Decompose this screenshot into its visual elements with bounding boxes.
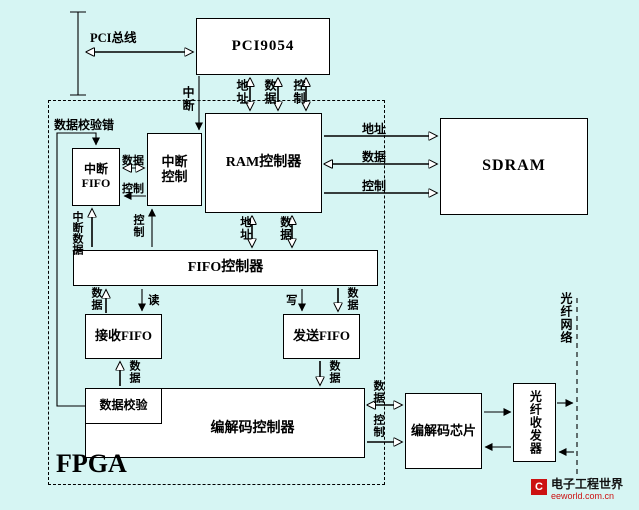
pci9054-label: PCI9054 bbox=[231, 37, 295, 54]
pci-bus-rail bbox=[70, 11, 86, 96]
chip-control-label: 控制 bbox=[372, 414, 384, 438]
recv-data-label: 数据 bbox=[90, 287, 102, 311]
block-data-verify: 数据校验 bbox=[85, 388, 162, 424]
ifo-ictl-control-label: 控制 bbox=[122, 183, 144, 195]
codec-controller-label: 编解码控制器 bbox=[210, 420, 295, 436]
watermark-url: eeworld.com.cn bbox=[551, 491, 615, 502]
read-label: 读 bbox=[148, 295, 160, 307]
watermark-logo: C bbox=[531, 479, 547, 495]
pci-bus-label: PCI总线 bbox=[90, 31, 137, 45]
verify-data-label: 数据 bbox=[128, 360, 140, 384]
interrupt-fifo-label-line2: FIFO bbox=[81, 176, 111, 190]
interrupt-fifo-label-line1: 中断 bbox=[83, 162, 108, 177]
send-fifo-label: 发送FIFO bbox=[292, 328, 351, 344]
block-pci9054: PCI9054 bbox=[196, 18, 330, 75]
sdram-address-label: 地址 bbox=[362, 122, 387, 136]
block-receive-fifo: 接收FIFO bbox=[85, 314, 162, 359]
receive-fifo-label: 接收FIFO bbox=[94, 328, 153, 344]
data-check-error-label: 数据校验错 bbox=[54, 118, 115, 132]
fpga-boundary bbox=[48, 100, 385, 485]
pci-ram-data-label: 数据 bbox=[263, 79, 277, 105]
block-codec-chip: 编解码芯片 bbox=[405, 393, 482, 469]
codec-chip-label: 编解码芯片 bbox=[410, 422, 476, 438]
ifo-ictl-data-label: 数据 bbox=[122, 155, 144, 167]
ram-fifo-data-label: 数据 bbox=[279, 216, 291, 241]
sdram-label: SDRAM bbox=[482, 157, 546, 175]
sdram-control-label: 控制 bbox=[362, 179, 387, 193]
data-check-error-line bbox=[56, 132, 100, 407]
interrupt-control-label: 控制 bbox=[132, 214, 144, 238]
fpga-label: FPGA bbox=[56, 449, 127, 478]
watermark-title: 电子工程世界 bbox=[551, 477, 624, 491]
interrupt-control-label-line1: 中断 bbox=[161, 153, 188, 169]
ram-controller-label: RAM控制器 bbox=[225, 154, 302, 170]
block-ram-controller: RAM控制器 bbox=[205, 113, 322, 213]
interrupt-label: 中断 bbox=[181, 86, 195, 112]
chip-data-label: 数据 bbox=[372, 380, 384, 404]
ram-fifo-address-label: 地址 bbox=[239, 216, 251, 241]
block-interrupt-control: 中断 控制 bbox=[147, 133, 202, 206]
data-verify-label: 数据校验 bbox=[99, 398, 148, 413]
interrupt-data-label: 中断数据 bbox=[71, 211, 83, 255]
write-label: 写 bbox=[286, 295, 298, 307]
fifo-controller-label: FIFO控制器 bbox=[187, 259, 264, 275]
interrupt-control-label-line2: 控制 bbox=[161, 168, 188, 184]
pci-ram-address-label: 地址 bbox=[235, 79, 249, 105]
block-fiber-transceiver: 光纤收发器 bbox=[513, 383, 556, 462]
sdram-data-label: 数据 bbox=[362, 150, 387, 164]
send-data-label: 数据 bbox=[346, 287, 358, 311]
watermark: C 电子工程世界 eeworld.com.cn bbox=[531, 477, 624, 502]
pci-ram-control-label: 控制 bbox=[292, 79, 306, 105]
block-interrupt-fifo: 中断 FIFO bbox=[72, 148, 120, 206]
block-sdram: SDRAM bbox=[440, 118, 588, 215]
codec-data-label: 数据 bbox=[328, 360, 340, 384]
fiber-network-label: 光纤网络 bbox=[559, 292, 573, 344]
block-send-fifo: 发送FIFO bbox=[283, 314, 360, 359]
fiber-transceiver-label: 光纤收发器 bbox=[528, 390, 543, 455]
block-fifo-controller: FIFO控制器 bbox=[73, 250, 378, 286]
